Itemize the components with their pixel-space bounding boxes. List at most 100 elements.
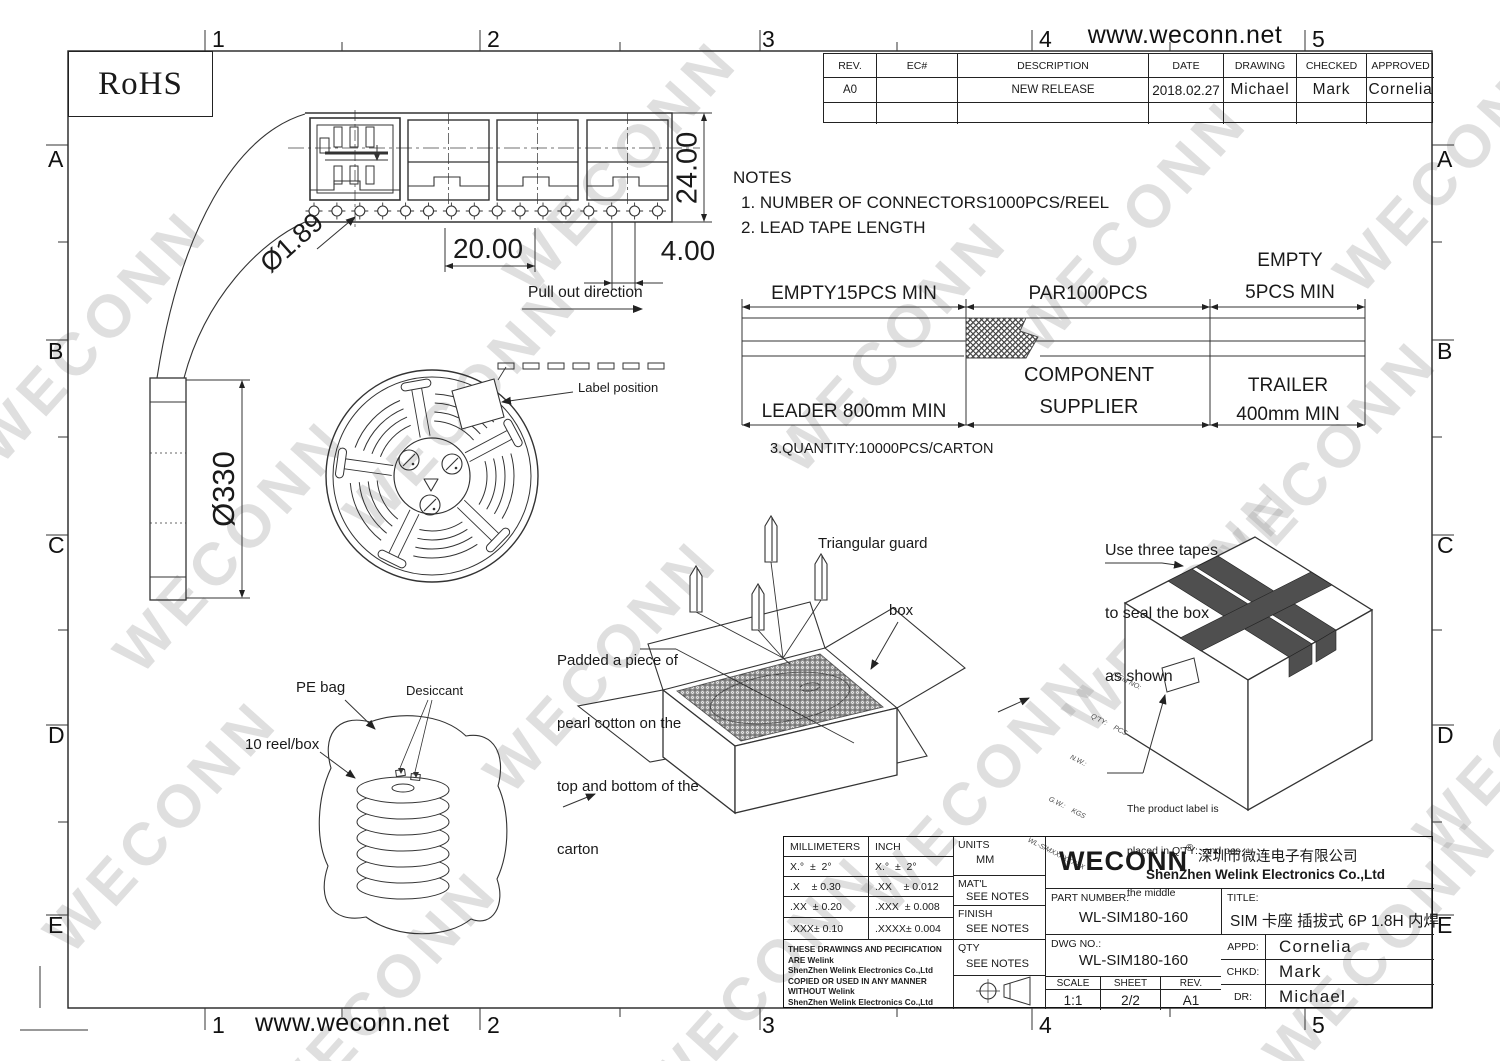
box-label: box	[889, 602, 914, 619]
company-name-cn: 深圳市微连电子有限公司	[1198, 849, 1358, 865]
product-label-note-line: placed in Q'TY: and pcs	[1127, 845, 1241, 857]
bottom-url: www.weconn.net	[255, 1009, 450, 1037]
revision-table: REV. EC# DESCRIPTION DATE DRAWING CHECKE…	[823, 53, 1434, 124]
box-face-label-line: N.W.:	[1068, 754, 1088, 769]
tolerance-cell: .XXXX± 0.004	[869, 918, 954, 940]
trailer-label-1: TRAILER	[1247, 375, 1329, 396]
scale-value: 1:1	[1046, 990, 1101, 1010]
note-2: 2. LEAD TAPE LENGTH	[741, 218, 926, 237]
tolerance-cell: .XXX± 0.10	[784, 918, 869, 940]
tolerance-cell: .XXX ± 0.008	[869, 897, 954, 918]
rev-cell-approved: Cornelia	[1367, 78, 1434, 103]
material-label: MAT'L	[958, 878, 988, 890]
par-label: PAR1000PCS	[1028, 283, 1148, 304]
seal-note-line: Use three tapes	[1105, 542, 1218, 559]
zone-top-3: 3	[762, 26, 775, 52]
checked-row: CHKD: Mark	[1221, 959, 1434, 984]
dim-20: 20.00	[452, 233, 524, 264]
zone-top-2: 2	[487, 26, 500, 52]
rev-label: REV.	[1161, 977, 1221, 990]
pull-out-label: Pull out direction	[528, 284, 643, 301]
rev-empty-cell	[1297, 103, 1367, 124]
padded-note-line: pearl cotton on the	[557, 715, 682, 732]
open-box-drawing	[576, 514, 1030, 815]
company-name-en: ShenZhen Welink Electronics Co.,Ltd	[1146, 867, 1386, 882]
title-cell: TITLE: SIM 卡座 插拔式 6P 1.8H 内焊	[1221, 889, 1439, 934]
sealing-tapes	[1167, 555, 1337, 678]
reel-hub-screws	[398, 449, 463, 516]
title-label: TITLE:	[1227, 892, 1259, 904]
dwg-no-value: WL-SIM180-160	[1078, 952, 1189, 969]
empty-right-label-2: 5PCS MIN	[1245, 282, 1335, 303]
reel-label	[451, 378, 505, 430]
component-label-1: COMPONENT	[1024, 364, 1154, 386]
border-frame	[20, 30, 1454, 1031]
notes-title: NOTES	[733, 168, 792, 187]
zone-left-b: B	[48, 338, 64, 364]
part-number-value: WL-SIM180-160	[1078, 909, 1189, 926]
zone-right-a: A	[1437, 146, 1453, 172]
registered-mark: ®	[1186, 843, 1194, 854]
company-logo: WECONN	[1059, 846, 1188, 876]
padded-note-line: top and bottom of the	[557, 778, 699, 795]
units-cell: UNITS MM	[954, 837, 1046, 876]
splice-mark	[965, 317, 1039, 359]
sprocket-holes	[304, 201, 667, 221]
label-position-label: Label position	[578, 380, 659, 395]
title-block: MILLIMETERS INCH X.° ± 2° X.° ± 2° .X ± …	[783, 836, 1439, 1010]
component-label-2: SUPPLIER	[1039, 396, 1139, 418]
note-1: 1. NUMBER OF CONNECTORS1000PCS/REEL	[741, 193, 1110, 212]
checked-value: Mark	[1279, 962, 1322, 981]
rev-header-checked: CHECKED	[1297, 54, 1367, 78]
product-label	[1161, 657, 1200, 693]
drawn-value: Michael	[1279, 987, 1346, 1006]
empty-right-label-1: EMPTY	[1257, 250, 1323, 271]
reel-box-label: 10 reel/box	[245, 736, 320, 753]
rev-cell-ec	[877, 78, 958, 103]
rev-empty-cell	[1367, 103, 1434, 124]
zone-left-c: C	[48, 532, 65, 558]
rev-empty-cell	[958, 103, 1149, 124]
zone-left-d: D	[48, 722, 65, 748]
finish-cell: FINISH SEE NOTES	[954, 906, 1046, 940]
note-3: 3.QUANTITY:10000PCS/CARTON	[770, 441, 994, 457]
zone-left-e: E	[48, 912, 64, 938]
zone-top-4: 4	[1039, 26, 1052, 52]
triangular-guards	[689, 514, 828, 631]
finish-label: FINISH	[958, 908, 993, 920]
rev-empty-cell	[877, 103, 958, 124]
qty-value: SEE NOTES	[966, 958, 1029, 970]
product-label-note-line: The product label is	[1127, 803, 1219, 815]
pe-bag-label: PE bag	[296, 679, 346, 696]
scale-sheet-rev-table: SCALE SHEET REV. 1:1 2/2 A1	[1046, 976, 1221, 1010]
tape-structure-diagram	[741, 299, 1366, 428]
triangular-guard-label: Triangular guard	[818, 535, 928, 552]
units-label: UNITS	[958, 839, 990, 851]
reel-front-view	[325, 362, 665, 583]
dimension-lines	[316, 112, 712, 313]
empty-left-label: EMPTY15PCS MIN	[771, 283, 937, 304]
tape-exit-dashes	[497, 362, 665, 370]
zone-right-e: E	[1437, 912, 1453, 938]
padded-note-line: Padded a piece of	[557, 652, 678, 669]
zone-top-5: 5	[1312, 26, 1325, 52]
material-cell: MAT'L SEE NOTES	[954, 876, 1046, 906]
drawn-row: DR: Michael	[1221, 984, 1434, 1009]
company-header: WECONN ® 深圳市微连电子有限公司 ShenZhen Welink Ele…	[1046, 837, 1434, 889]
zone-right-c: C	[1437, 532, 1454, 558]
disclaimer-line: THESE DRAWINGS AND PECIFICATION ARE Weli…	[788, 945, 942, 965]
zone-bottom-1: 1	[212, 1012, 225, 1038]
part-number-cell: PART NUMBER: WL-SIM180-160	[1046, 889, 1221, 934]
rev-header-approved: APPROVED	[1367, 54, 1434, 78]
disclaimer-line: ShenZhen Welink Electronics Co.,Ltd	[788, 997, 933, 1007]
disclaimer-line: COPIED OR USED IN ANY MANNER WITHOUT Wel…	[788, 976, 927, 997]
leader-label: LEADER 800mm MIN	[761, 401, 947, 422]
top-url: www.weconn.net	[1087, 21, 1283, 49]
rev-header-drawing: DRAWING	[1224, 54, 1297, 78]
box-face-label-line: ITEM NO:	[1110, 671, 1142, 692]
zone-right-d: D	[1437, 722, 1454, 748]
dwg-no-label: DWG NO.:	[1051, 938, 1102, 950]
zone-right-b: B	[1437, 338, 1453, 364]
